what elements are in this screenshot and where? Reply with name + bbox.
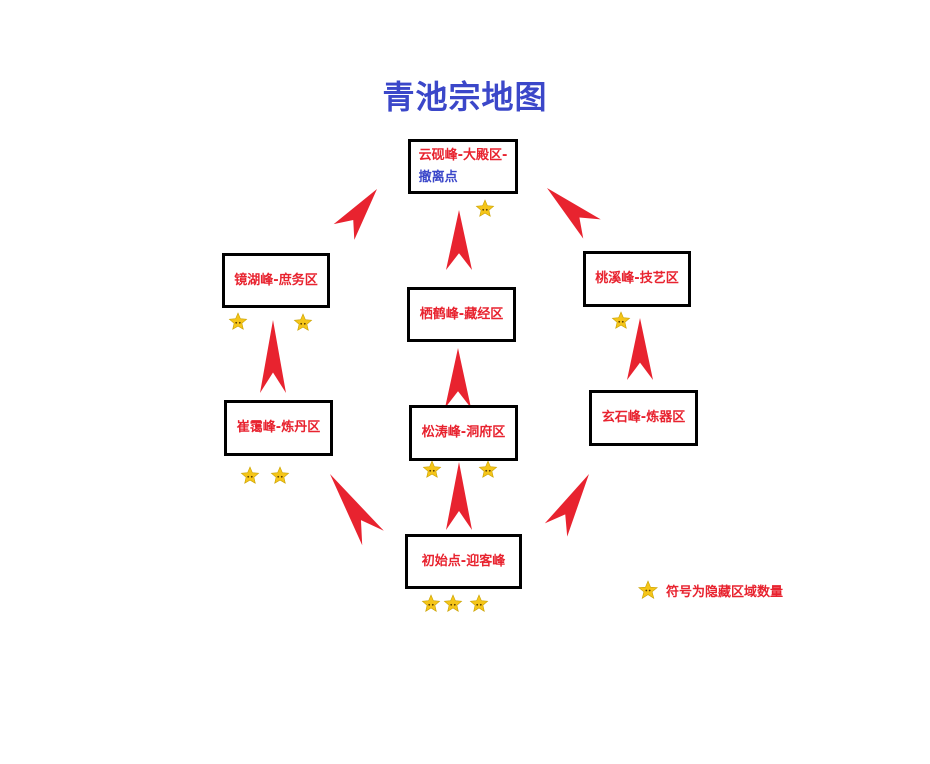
node-crane[interactable]: 栖鹤峰-藏经区 bbox=[407, 287, 516, 342]
flow-arrow-1 bbox=[446, 210, 472, 270]
hidden-area-star-icon bbox=[443, 594, 463, 612]
flow-arrow-7 bbox=[547, 188, 601, 239]
flow-arrow-9 bbox=[544, 474, 589, 537]
hidden-area-star-icon bbox=[469, 594, 489, 612]
node-label: 桃溪峰-技艺区 bbox=[595, 271, 679, 286]
node-cloud[interactable]: 云砚峰-大殿区- 撤离点 bbox=[408, 139, 518, 194]
node-label: 初始点-迎客峰 bbox=[421, 553, 506, 569]
hidden-area-star-icon bbox=[240, 466, 260, 484]
hidden-area-star-icon bbox=[475, 199, 495, 217]
legend-text: 符号为隐藏区域数量 bbox=[666, 584, 784, 600]
hidden-area-star-icon bbox=[293, 313, 313, 331]
hidden-area-star-icon bbox=[421, 594, 441, 612]
legend: 符号为隐藏区域数量 bbox=[638, 580, 783, 600]
map-title: 青池宗地图 bbox=[382, 78, 548, 116]
hidden-area-star-icon bbox=[422, 460, 442, 478]
node-cui[interactable]: 崔霭峰-炼丹区 bbox=[224, 400, 333, 456]
flow-arrow-5 bbox=[627, 318, 653, 380]
node-pine[interactable]: 松涛峰-洞府区 bbox=[409, 405, 518, 461]
star-icon bbox=[638, 580, 658, 599]
flow-arrow-3 bbox=[446, 462, 472, 530]
flow-arrow-6 bbox=[333, 189, 377, 240]
node-label: 松涛峰-洞府区 bbox=[421, 425, 506, 440]
node-peach[interactable]: 桃溪峰-技艺区 bbox=[583, 251, 691, 307]
node-label: 镜湖峰-庶务区 bbox=[234, 272, 318, 288]
node-label: 玄石峰-炼器区 bbox=[601, 410, 686, 425]
hidden-area-star-icon bbox=[478, 460, 498, 478]
flow-arrow-8 bbox=[330, 474, 384, 546]
hidden-area-star-icon bbox=[611, 311, 631, 329]
node-start[interactable]: 初始点-迎客峰 bbox=[405, 534, 522, 589]
node-label: 栖鹤峰-藏经区 bbox=[419, 306, 504, 322]
node-label: 云砚峰-大殿区- bbox=[418, 147, 508, 163]
node-label-secondary: 撤离点 bbox=[418, 169, 458, 185]
flow-arrow-2 bbox=[445, 348, 471, 408]
node-mirror[interactable]: 镜湖峰-庶务区 bbox=[222, 253, 330, 308]
flow-arrow-4 bbox=[260, 320, 286, 393]
node-label: 崔霭峰-炼丹区 bbox=[236, 420, 321, 435]
hidden-area-star-icon bbox=[228, 312, 248, 330]
hidden-area-star-icon bbox=[270, 466, 290, 484]
node-xuan[interactable]: 玄石峰-炼器区 bbox=[589, 390, 698, 446]
